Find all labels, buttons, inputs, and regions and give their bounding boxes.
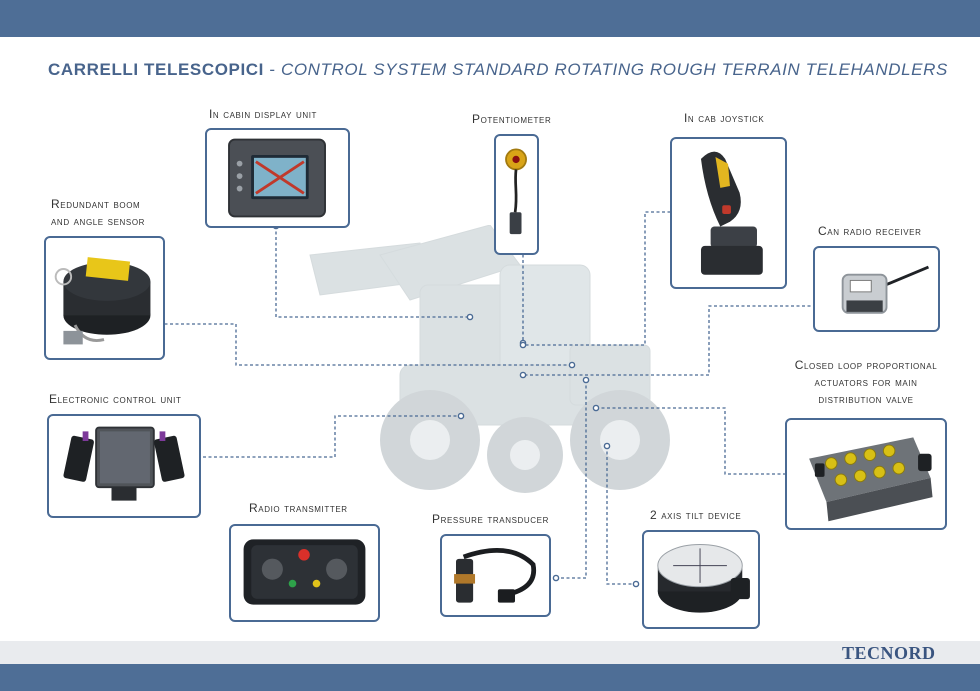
ecu-image [63,426,185,501]
label-actuators-line2: actuators for main [814,375,918,389]
label-tilt-device: 2 axis tilt device [650,508,742,522]
brand-logo: TECNORD [842,643,936,663]
label-radio-transmitter: Radio transmitter [249,501,348,515]
label-potentiometer: Potentiometer [472,112,552,126]
title-subtitle: CONTROL SYSTEM STANDARD ROTATING ROUGH T… [280,60,948,79]
label-boom-sensor-line2: and angle sensor [51,214,146,228]
label-actuators-line1: Closed loop proportional [794,358,938,372]
pressure-transducer-box [440,534,551,617]
joystick-image [700,151,763,275]
label-boom-sensor-line1: Redundant boom [51,197,141,211]
label-ecu: Electronic control unit [49,392,182,406]
tilt-device-image [657,543,750,613]
label-joystick: In cab joystick [684,111,765,125]
label-boom-sensor: Redundant boom and angle sensor [51,196,145,230]
label-cabin-display: In cabin display unit [209,107,318,121]
bottom-band [0,664,980,691]
top-band [0,0,980,37]
footer-strip [0,641,980,664]
label-actuators: Closed loop proportional actuators for m… [783,357,949,408]
potentiometer-image [505,148,527,235]
distribution-valve-image [809,437,933,522]
page-title: CARRELLI TELESCOPICI - CONTROL SYSTEM ST… [48,60,948,80]
radio-transmitter-image [243,539,366,605]
ecu-box [47,414,201,518]
actuators-box [785,418,947,530]
label-can-receiver: Can radio receiver [818,224,922,238]
tilt-device-box [642,530,760,629]
can-receiver-image [841,265,930,314]
title-separator: - [269,60,276,79]
joystick-box [670,137,787,289]
boom-sensor-image [54,257,151,345]
boom-sensor-box [44,236,165,360]
radio-transmitter-box [229,524,380,622]
potentiometer-box [494,134,539,255]
pressure-transducer-image [454,548,537,603]
label-actuators-line3: distribution valve [818,392,914,406]
display-unit-image [228,138,326,218]
title-main: CARRELLI TELESCOPICI [48,60,265,79]
can-receiver-box [813,246,940,332]
cabin-display-box [205,128,350,228]
label-pressure-transducer: Pressure transducer [432,512,549,526]
